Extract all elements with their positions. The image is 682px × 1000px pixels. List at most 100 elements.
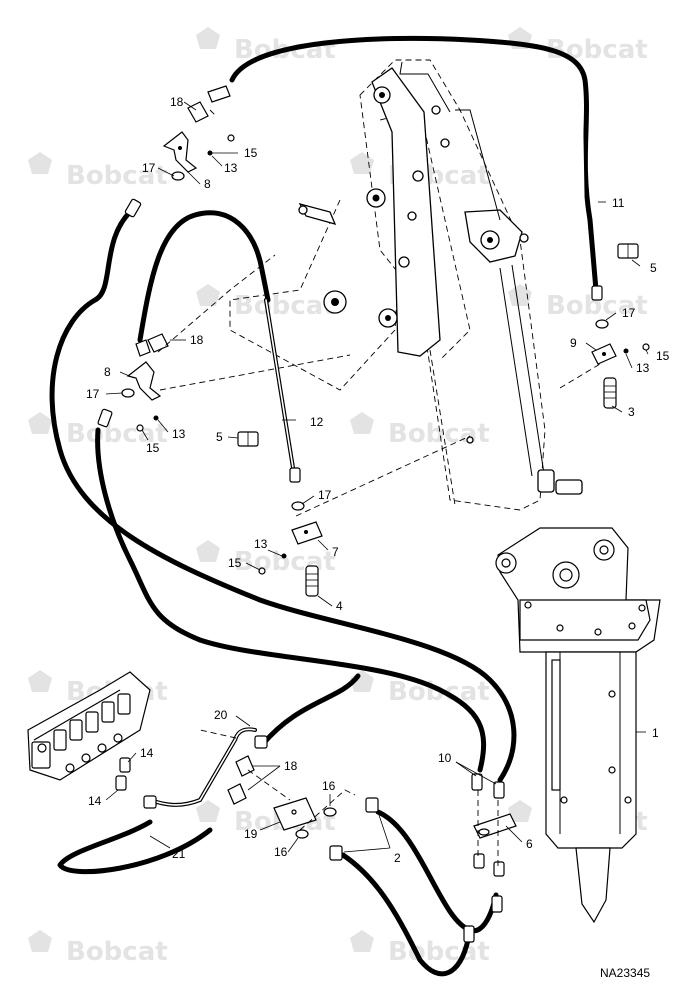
- coupler-4: [305, 565, 319, 597]
- callout-13-top: 13: [224, 161, 238, 175]
- svg-text:Bobcat: Bobcat: [66, 937, 168, 967]
- callout-14-upper: 14: [140, 746, 154, 760]
- svg-text:Bobcat: Bobcat: [66, 419, 168, 449]
- clamp-17-top: [171, 171, 185, 181]
- svg-text:Bobcat: Bobcat: [388, 937, 490, 967]
- fitting-18-lower: [227, 755, 255, 805]
- callout-18-top: 18: [170, 95, 184, 109]
- fitting-tube-end-12: [289, 467, 301, 483]
- callout-18-lower: 18: [284, 759, 298, 773]
- fitting-18-top: [187, 85, 231, 123]
- callout-12: 12: [310, 415, 324, 429]
- callout-10: 10: [438, 751, 452, 765]
- callout-13-right: 13: [636, 361, 650, 375]
- watermark: Bobcat: [350, 412, 490, 449]
- hose-long-main: [49, 207, 517, 783]
- hose-12-loop: [137, 210, 271, 343]
- watermark: Bobcat: [196, 284, 336, 321]
- control-valve: [27, 671, 151, 781]
- fittings-lower-ends: [463, 853, 505, 943]
- clamp-17-mid: [121, 388, 135, 398]
- svg-text:Bobcat: Bobcat: [388, 419, 490, 449]
- fitting-hose-end-top: [124, 198, 142, 218]
- callout-17-mid: 17: [86, 387, 100, 401]
- callout-11: 11: [612, 196, 625, 210]
- washer-13-mid: [153, 415, 159, 421]
- callout-5-upper: 5: [650, 261, 657, 275]
- bolt-15-lower: [258, 567, 266, 575]
- bracket-9: [591, 343, 617, 365]
- hose-11: [229, 35, 599, 293]
- callout-18-mid: 18: [190, 333, 204, 347]
- fitting-hose-end-mid: [97, 408, 113, 428]
- callout-4: 4: [336, 599, 343, 613]
- callout-6: 6: [526, 837, 533, 851]
- watermark: Bobcat: [28, 152, 168, 191]
- svg-text:Bobcat: Bobcat: [66, 161, 168, 191]
- plate-19: [273, 797, 317, 831]
- coupler-3: [603, 377, 617, 409]
- callout-labels: 18 15 13 17 8 11 5 17 9 15 13 3 8 18 17 …: [86, 95, 670, 865]
- tube-valve-return: [148, 727, 257, 807]
- callout-15-top: 15: [244, 146, 258, 160]
- bracket-7: [291, 521, 323, 545]
- callout-17-lower: 17: [318, 488, 332, 502]
- hose-21: [57, 819, 213, 875]
- callout-20: 20: [214, 708, 228, 722]
- bracket-8-top: [162, 131, 198, 173]
- callout-8-mid: 8: [104, 365, 111, 379]
- watermark: Bobcat: [28, 412, 168, 449]
- hydraulic-breaker: [495, 527, 661, 924]
- callout-16-lower: 16: [274, 845, 288, 859]
- svg-text:Bobcat: Bobcat: [234, 547, 336, 577]
- orings-16: [295, 807, 337, 839]
- fitting-tube-end-11: [591, 285, 603, 301]
- clamp-17-lower: [291, 501, 305, 511]
- callout-9: 9: [570, 336, 577, 350]
- hose-2-right: [375, 809, 499, 934]
- svg-text:Bobcat: Bobcat: [546, 35, 648, 65]
- couplers-10: [471, 773, 505, 799]
- washer-13-top: [207, 150, 213, 156]
- clamp-5-lower: [237, 431, 259, 447]
- hose-lower-loop: [95, 427, 487, 773]
- callout-21: 21: [172, 847, 186, 861]
- callout-17-right: 17: [622, 306, 636, 320]
- fitting-20-end: [254, 735, 268, 749]
- callout-13-lower: 13: [254, 537, 268, 551]
- washer-13-lower: [281, 553, 287, 559]
- bolt-15-right: [642, 343, 650, 351]
- loader-arm: [229, 59, 583, 511]
- fitting-14-upper: [119, 757, 131, 773]
- bolt-15-mid: [136, 424, 144, 432]
- bracket-8-mid: [126, 361, 162, 401]
- callout-16-upper: 16: [322, 779, 336, 793]
- tube-12: [264, 298, 296, 476]
- hose-20: [259, 673, 361, 748]
- fitting-hose2-ends: [329, 797, 379, 861]
- clamp-17-right: [595, 319, 609, 329]
- fitting-18-mid: [135, 333, 169, 357]
- assembly-lines: [157, 109, 601, 870]
- bolt-15-top: [227, 134, 235, 142]
- callout-7: 7: [332, 545, 339, 559]
- callout-17-top: 17: [142, 161, 156, 175]
- watermark: Bobcat: [350, 670, 490, 707]
- callout-8-top: 8: [204, 177, 211, 191]
- callout-1: 1: [652, 726, 659, 740]
- svg-text:Bobcat: Bobcat: [234, 291, 336, 321]
- callout-13-mid: 13: [172, 427, 186, 441]
- callout-2: 2: [394, 851, 401, 865]
- figure-id: NA23345: [600, 966, 650, 980]
- watermark: Bobcat: [196, 540, 336, 577]
- hose-2-left: [340, 852, 471, 977]
- callout-14-lower: 14: [88, 794, 102, 808]
- washer-13-right: [623, 348, 629, 354]
- bracket-6: [473, 813, 517, 839]
- callout-15-mid: 15: [146, 441, 160, 455]
- callout-15-right: 15: [656, 349, 670, 363]
- callout-5-lower: 5: [216, 430, 223, 444]
- callout-15-lower: 15: [228, 556, 242, 570]
